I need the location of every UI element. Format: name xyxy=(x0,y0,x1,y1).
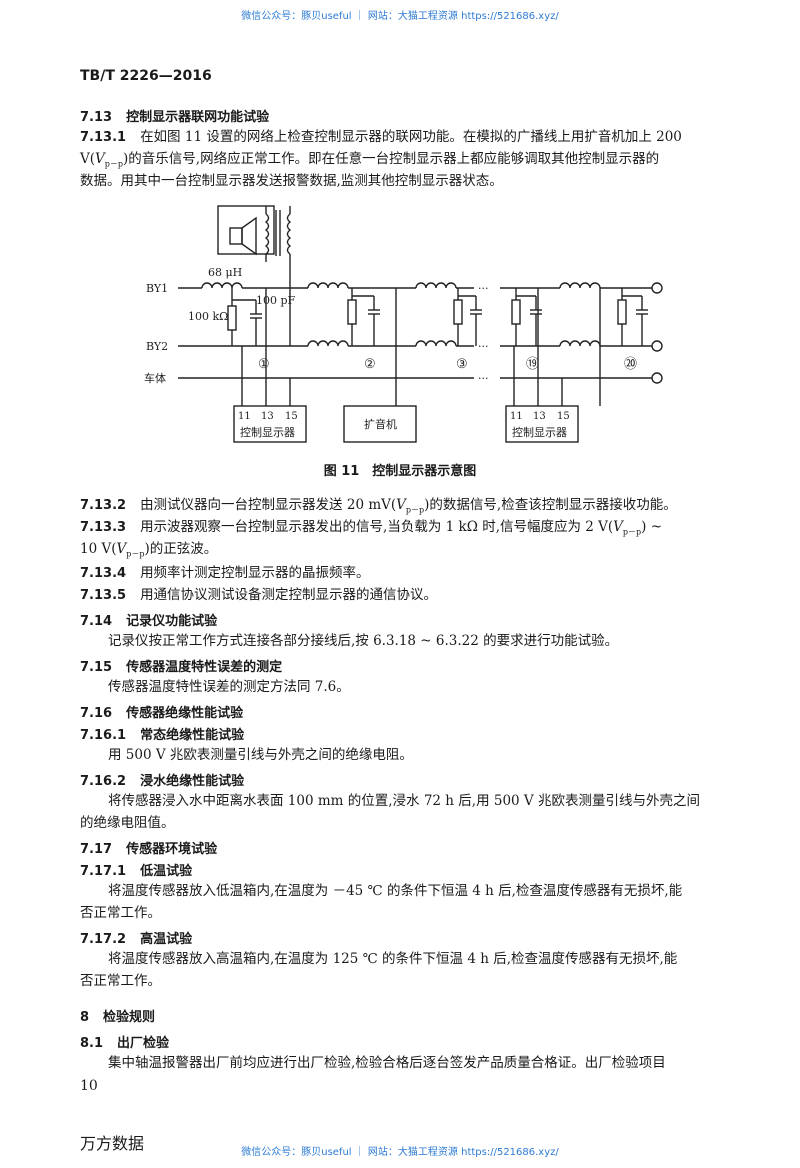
watermark-bottom: 微信公众号：豚贝useful ｜ 网站：大猫工程资源 https://52168… xyxy=(241,1147,559,1158)
node-1: ① xyxy=(258,357,270,372)
transformer-primary xyxy=(264,213,270,255)
para-7-14: 记录仪按正常工作方式连接各部分接线后,按 6.3.18 ~ 6.3.22 的要求… xyxy=(108,633,619,649)
label-100k: 100 kΩ xyxy=(188,310,228,323)
node-19: ⑲ xyxy=(526,357,539,372)
ellipsis-by1: ··· xyxy=(478,282,489,295)
right-box-pin-15: 15 xyxy=(557,411,570,422)
para-7-13-3-line2: 10 V(Vp－p)的正弦波。 xyxy=(80,541,218,559)
transformer-secondary xyxy=(286,213,292,255)
watermark-top: 微信公众号：豚贝useful ｜ 网站：大猫工程资源 https://52168… xyxy=(241,11,559,22)
label-100pf: 100 pF xyxy=(256,294,296,307)
para-7-13-1-line3: 数据。用其中一台控制显示器发送报警数据,监测其他控制显示器状态。 xyxy=(80,173,503,189)
para-7-17-2-line1: 将温度传感器放入高温箱内,在温度为 125 ℃ 的条件下恒温 4 h 后,检查温… xyxy=(108,951,678,967)
label-by1: BY1 xyxy=(146,282,168,295)
para-7-16-2-line1: 将传感器浸入水中距离水表面 100 mm 的位置,浸水 72 h 后,用 500… xyxy=(108,793,700,809)
label-68uh: 68 μH xyxy=(208,266,242,279)
node-2: ② xyxy=(364,357,376,372)
para-7-16-2-line2: 的绝缘电阻值。 xyxy=(80,815,175,831)
speaker-enclosure xyxy=(217,205,275,255)
para-7-17-1-line1: 将温度传感器放入低温箱内,在温度为 －45 ℃ 的条件下恒温 4 h 后,检查温… xyxy=(108,883,683,899)
resistor-100k xyxy=(227,305,237,331)
amplifier-box xyxy=(343,405,417,443)
left-box-pin-11: 11 xyxy=(238,411,251,422)
control-display-box-right xyxy=(505,405,579,443)
label-by2: BY2 xyxy=(146,340,168,353)
para-8-1-line1: 集中轴温报警器出厂前均应进行出厂检验,检验合格后逐台签发产品质量合格证。出厂检验… xyxy=(108,1055,666,1071)
left-box-label: 控制显示器 xyxy=(240,425,295,439)
right-box-pin-11: 11 xyxy=(510,411,523,422)
left-box-pin-15: 15 xyxy=(285,411,298,422)
control-display-box-left xyxy=(233,405,307,443)
speaker-cone xyxy=(241,216,257,256)
node-3: ③ xyxy=(456,357,468,372)
para-7-17-2-line2: 否正常工作。 xyxy=(80,973,161,989)
page-number: 10 xyxy=(80,1078,98,1094)
amplifier-label: 扩音机 xyxy=(364,417,397,431)
figure-11-caption: 图 11 控制显示器示意图 xyxy=(323,464,477,479)
ellipsis-by2: ··· xyxy=(478,340,489,353)
para-7-13-1-line2: V(Vp－p)的音乐信号,网络应正常工作。即在任意一台控制显示器上都应能够调取其… xyxy=(80,151,660,169)
node-20: ⑳ xyxy=(624,357,637,372)
para-7-17-1-line2: 否正常工作。 xyxy=(80,905,161,921)
para-7-16-1: 用 500 V 兆欧表测量引线与外壳之间的绝缘电阻。 xyxy=(108,747,413,763)
right-box-label: 控制显示器 xyxy=(512,425,567,439)
label-chassis: 车体 xyxy=(144,371,166,385)
speaker-body xyxy=(229,227,243,245)
inductor-68uh xyxy=(201,282,243,289)
footer-brand: 万方数据 xyxy=(80,1134,145,1153)
left-box-pin-13: 13 xyxy=(261,411,274,422)
para-7-15: 传感器温度特性误差的测定方法同 7.6。 xyxy=(108,679,350,695)
right-box-pin-13: 13 xyxy=(533,411,546,422)
standard-code: TB/T 2226—2016 xyxy=(80,68,212,84)
ellipsis-chassis: ··· xyxy=(478,372,489,385)
figure-11-circuit-diagram: 68 μH 100 kΩ 100 pF BY1 BY2 车体 ① ② ③ ⑲ ⑳… xyxy=(144,205,663,443)
